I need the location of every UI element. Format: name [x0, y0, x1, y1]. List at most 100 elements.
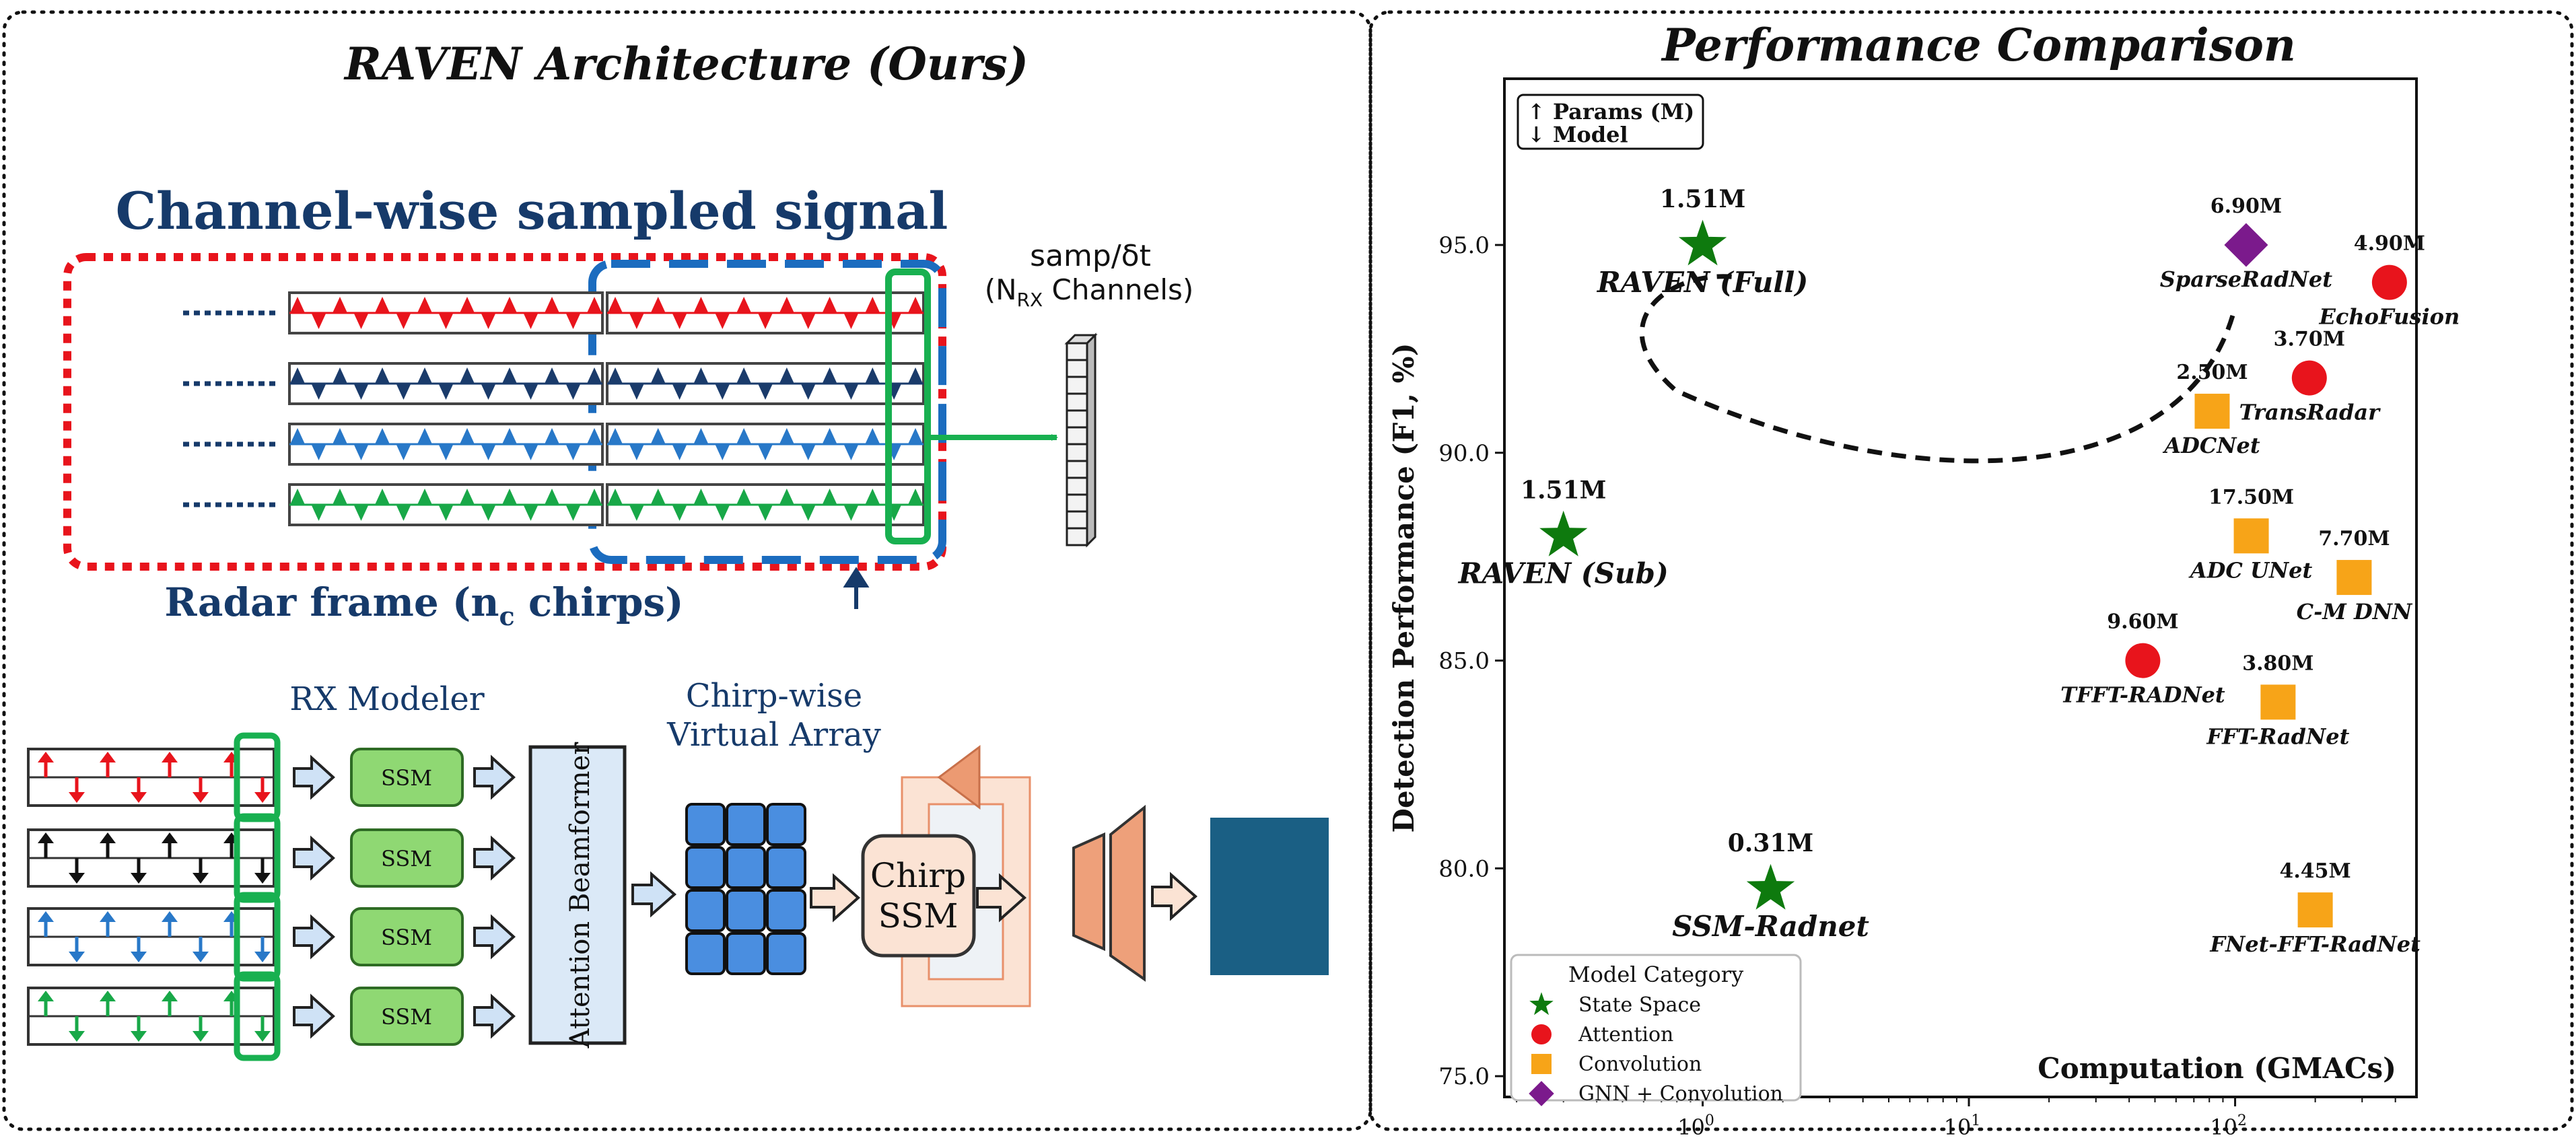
arrow-decoder-to-output	[1151, 872, 1198, 921]
virtual-array-cell	[766, 846, 806, 889]
chirp-sample-marker	[758, 505, 773, 521]
chirp-sample-marker	[672, 313, 687, 329]
chirp-sample-marker	[736, 297, 752, 313]
rx-sample-arrowhead	[162, 832, 178, 843]
recurrence-arrow-icon	[937, 745, 981, 810]
channel-wise-signal-figure: Channel-wise sampled signal samp/δt (NRX…	[63, 181, 1194, 631]
legend-marker	[1529, 1081, 1554, 1106]
chirp-sample-marker	[502, 367, 517, 384]
rx-sample-arrowhead	[131, 952, 147, 962]
rx-sample-arrowhead	[193, 792, 209, 803]
legend-entry: State Space	[1578, 993, 1701, 1017]
chirp-sample-marker	[438, 384, 454, 400]
chirp-sample-marker	[758, 444, 773, 460]
chirp-sample-marker	[545, 489, 559, 505]
chirp-sample-marker	[672, 444, 687, 460]
chirp-sample-marker	[908, 367, 923, 384]
rx-channel-vector	[1064, 332, 1098, 548]
x-tick-label: 101	[1944, 1112, 1981, 1138]
data-point	[1746, 863, 1795, 910]
data-point	[2194, 394, 2230, 429]
chirp-ssm-box	[861, 834, 976, 958]
chirp-sample-marker	[460, 297, 475, 313]
point-name-label: FNet-FFT-RadNet	[2209, 931, 2421, 957]
category-legend-box	[1510, 954, 1802, 1102]
chirp-sample-marker	[608, 489, 623, 505]
size-legend-line2: ↓ Model	[1527, 122, 1628, 147]
arrow-beamformer-to-array	[631, 871, 677, 918]
chirp-sample-marker	[375, 367, 390, 384]
virtual-array-cell	[726, 889, 766, 932]
chirp-sample-marker	[800, 384, 816, 400]
rx-vector-cell	[1066, 527, 1088, 546]
data-point	[2233, 518, 2269, 554]
chirp-sample-marker	[779, 367, 794, 384]
virtual-array-cell	[766, 803, 806, 846]
data-point	[1678, 219, 1727, 266]
y-tick-label: 75.0	[1438, 1063, 1490, 1090]
rx-ssm-box	[350, 987, 464, 1046]
point-params-label: 4.45M	[2279, 859, 2351, 883]
chirp-sample-marker	[375, 489, 390, 505]
chirp-sample-marker	[822, 489, 837, 505]
chirp-sample-marker	[417, 489, 432, 505]
chirp-sample-marker	[545, 367, 559, 384]
arrow-to-beamformer	[473, 754, 516, 800]
arrow-to-beamformer	[473, 835, 516, 881]
arrow-to-beamformer	[473, 993, 516, 1039]
chirp-sample-marker	[908, 489, 923, 505]
rx-vector-cell	[1066, 493, 1088, 513]
chirp-sample-marker	[353, 313, 369, 329]
chirp-sample-marker	[608, 428, 623, 444]
virtual-array-cell	[766, 932, 806, 975]
arrow-to-ssm	[293, 754, 335, 800]
rx-sample-column-highlight	[885, 269, 931, 544]
rx-vector-cell	[1066, 359, 1088, 378]
attention-beamformer-label: Attention Beamformer	[565, 742, 596, 1049]
chirp-sample-marker	[523, 313, 538, 329]
data-point	[2125, 643, 2161, 678]
point-params-label: 9.60M	[2107, 610, 2178, 634]
point-name-label: RAVEN (Full)	[1597, 266, 1808, 299]
arrow-to-ssm	[293, 835, 335, 881]
chirp-sample-marker	[715, 444, 730, 460]
point-params-label: 2.50M	[2176, 361, 2248, 384]
point-name-label: SparseRadNet	[2160, 266, 2333, 292]
rx-sample-arrowhead	[100, 752, 116, 762]
rx-ssm-label: SSM	[381, 846, 432, 872]
chirp-ssm-label-line2: SSM	[878, 896, 959, 935]
rx-sample-arrowhead	[100, 832, 116, 843]
rx-sample-highlight	[234, 971, 281, 1061]
x-axis-label: Computation (GMACs)	[2038, 1052, 2396, 1085]
rx-sample-arrowhead	[69, 1031, 85, 1042]
chirp-sample-marker	[311, 384, 326, 400]
chirp-sample-marker	[353, 444, 369, 460]
output-label-channels: (NRX Channels)	[985, 273, 1194, 311]
chirp-sample-marker	[629, 444, 644, 460]
point-name-label: ADCNet	[2162, 433, 2260, 458]
chirp-sample-marker	[693, 489, 709, 505]
chirp-sample-marker	[311, 505, 326, 521]
rx-ssm-label: SSM	[381, 925, 432, 950]
chirp-sample-marker	[736, 489, 752, 505]
data-point	[2371, 264, 2407, 300]
sample-window-box	[588, 260, 946, 564]
chirp-ssm-block: Chirp SSM	[861, 745, 1031, 1007]
legend-entry: Convolution	[1578, 1053, 1702, 1076]
size-legend-box	[1517, 94, 1704, 150]
chirp-sample-marker	[843, 505, 859, 521]
chirp-sample-marker	[481, 313, 496, 329]
chirp-sample-marker	[290, 297, 305, 313]
attention-beamformer-block	[528, 745, 627, 1045]
chirp-sample-marker	[290, 489, 305, 505]
chirp-sample-marker	[865, 428, 880, 444]
rx-sample-arrowhead	[162, 752, 178, 762]
chart-title: Performance Comparison	[1661, 19, 2296, 71]
legend-entry: Attention	[1578, 1023, 1673, 1046]
chirp-sample-marker	[800, 313, 816, 329]
legend-marker	[1531, 1024, 1552, 1044]
chirp-sample-marker	[736, 367, 752, 384]
chirp-sample-marker	[417, 367, 432, 384]
chirp-sample-marker	[545, 428, 559, 444]
output-map	[1210, 818, 1329, 975]
